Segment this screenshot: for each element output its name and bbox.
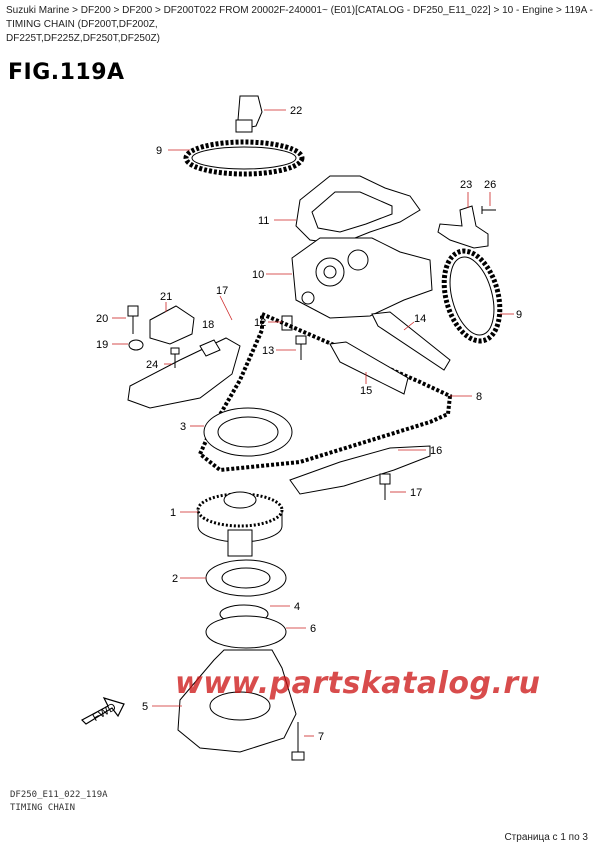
- breadcrumb-line-2[interactable]: DF225T,DF225Z,DF250T,DF250Z): [6, 33, 160, 44]
- figure-name: TIMING CHAIN: [10, 803, 76, 813]
- callout-21[interactable]: 20: [96, 313, 108, 325]
- callout-14[interactable]: 14: [414, 313, 426, 325]
- callout-11[interactable]: 11: [258, 215, 269, 227]
- callout-7[interactable]: 7: [318, 731, 324, 743]
- callout-23[interactable]: 22: [290, 105, 302, 117]
- callout-24[interactable]: 23: [460, 179, 472, 191]
- callout-10[interactable]: 10: [252, 269, 264, 281]
- callout-2[interactable]: 2: [172, 573, 178, 585]
- figure-code: DF250_E11_022_119A: [10, 790, 108, 800]
- callout-13[interactable]: 13: [262, 345, 274, 357]
- callout-26[interactable]: 26: [484, 179, 496, 191]
- callout-8[interactable]: 8: [476, 391, 482, 403]
- callout-22[interactable]: 21: [160, 291, 172, 303]
- callout-4[interactable]: 4: [294, 601, 300, 613]
- callout-25[interactable]: 24: [146, 359, 158, 371]
- callout-6[interactable]: 6: [310, 623, 316, 635]
- breadcrumb-line-1[interactable]: Suzuki Marine > DF200 > DF200 > DF200T02…: [6, 5, 593, 30]
- callout-19[interactable]: 18: [202, 319, 214, 331]
- callout-3[interactable]: 3: [180, 421, 186, 433]
- callout-18[interactable]: 17: [216, 285, 228, 297]
- figure-title: FIG.119A: [8, 60, 125, 85]
- callout-12[interactable]: 12: [254, 317, 266, 329]
- breadcrumb: Suzuki Marine > DF200 > DF200 > DF200T02…: [6, 4, 596, 46]
- pager-label: Страница с 1 по 3: [504, 832, 588, 843]
- exploded-parts-diagram: 22 9 11 10 23 26 9 21 17 18 20 19 24 12 …: [81, 95, 522, 761]
- callout-16[interactable]: 16: [430, 445, 442, 457]
- callout-5[interactable]: 5: [142, 701, 148, 713]
- watermark: www.partskatalog.ru: [175, 666, 541, 701]
- callout-1[interactable]: 1: [170, 507, 176, 519]
- callout-9-right[interactable]: 9: [516, 309, 522, 321]
- callout-9-upper[interactable]: 9: [156, 145, 162, 157]
- callout-15[interactable]: 15: [360, 385, 372, 397]
- fwd-label: FWD: [91, 701, 119, 724]
- callout-17[interactable]: 17: [410, 487, 422, 499]
- callout-20[interactable]: 19: [96, 339, 108, 351]
